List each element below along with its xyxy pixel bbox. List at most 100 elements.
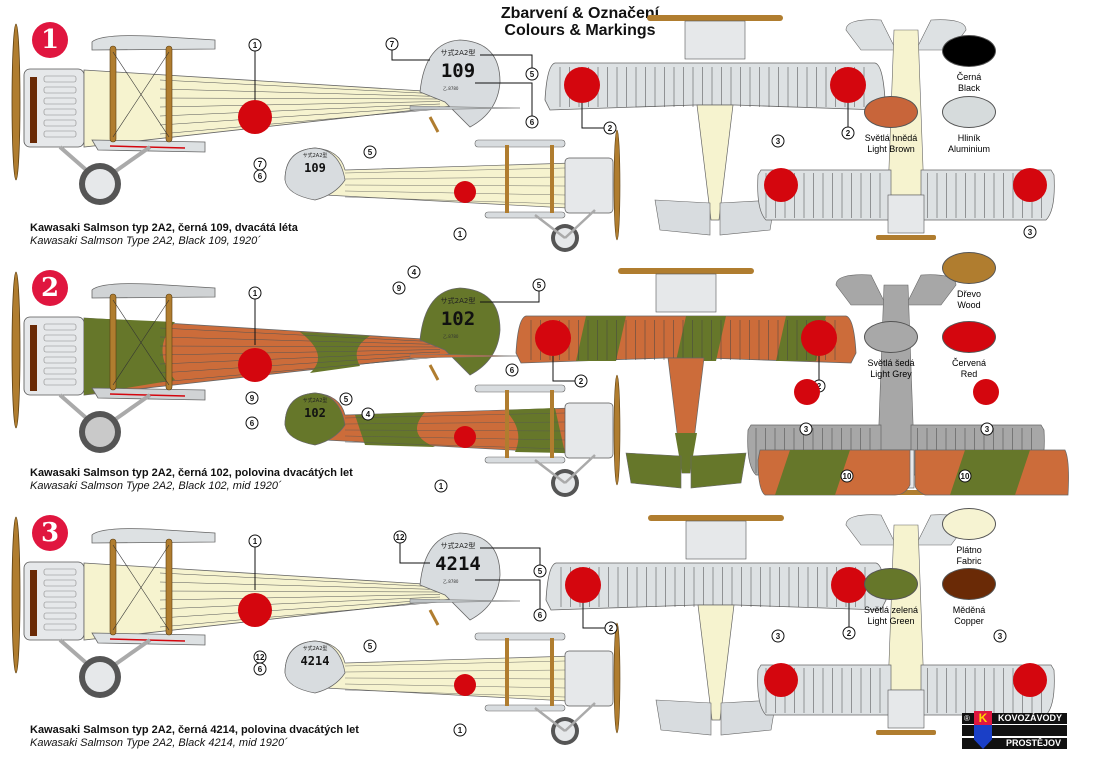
tailplane	[409, 598, 521, 604]
engine-cylinder-fins	[43, 568, 77, 576]
colour-name-english: Light Green	[867, 616, 915, 626]
callout-circle	[361, 407, 375, 421]
fuselage-stringer	[344, 196, 566, 205]
callout-circle	[453, 723, 467, 737]
fin-and-rudder	[284, 392, 346, 446]
colour-name-english: Aluminium	[947, 144, 990, 154]
engine-cylinder-fins	[43, 378, 77, 386]
engine-cylinder-fins	[43, 86, 77, 94]
fuselage-stringer	[344, 669, 566, 673]
callout-number: 2	[608, 124, 613, 133]
upper-wing	[545, 562, 887, 611]
colour-name-czech: Světlá hnědá	[864, 133, 918, 143]
fuselage-stringer	[159, 103, 441, 117]
colour-chip	[942, 321, 996, 353]
hinomaru-roundel	[801, 320, 837, 356]
callout-circle	[771, 134, 785, 148]
engine-cowling	[564, 650, 614, 707]
engine-cylinder-fins	[43, 323, 77, 331]
propeller	[613, 622, 621, 734]
fin-and-rudder	[284, 147, 346, 201]
propeller	[876, 730, 936, 735]
undercarriage-strut	[534, 214, 566, 239]
propeller	[613, 374, 621, 486]
camo-patch	[676, 316, 726, 361]
fin-and-rudder	[419, 532, 501, 621]
caption-english: Kawasaki Salmson Type 2A2, Black 102, mi…	[30, 480, 282, 492]
tailplane-left	[625, 452, 682, 489]
colour-chip	[864, 568, 918, 600]
leader-line	[475, 82, 533, 116]
colour-name-english: Fabric	[956, 556, 982, 566]
interplane-strut	[505, 390, 509, 458]
tail-number: 109	[304, 161, 326, 175]
hinomaru-roundel	[564, 67, 600, 103]
fin-and-rudder	[419, 39, 501, 128]
interplane-strut	[550, 145, 554, 213]
hinomaru-roundel	[1013, 168, 1047, 202]
fuselage-stringer	[159, 354, 441, 374]
tail-number: 102	[441, 308, 475, 330]
callout-number: 10	[843, 472, 852, 481]
hinomaru-roundel	[535, 320, 571, 356]
top-view: 22	[515, 268, 857, 489]
callout-number: 2	[609, 624, 614, 633]
callout-number: 7	[390, 40, 395, 49]
callout-number: 5	[537, 281, 542, 290]
caption-english: Kawasaki Salmson Type 2A2, Black 4214, m…	[30, 737, 288, 749]
leader-line	[480, 54, 533, 68]
interplane-strut	[165, 293, 173, 391]
wheel-hub	[85, 417, 115, 447]
title-czech: Zbarvení & Označení	[500, 5, 660, 22]
lower-wing	[484, 211, 566, 219]
bracing-wire	[112, 299, 170, 386]
colour-name-czech: Světlá šedá	[867, 358, 915, 368]
callout-number: 3	[776, 632, 781, 641]
hinomaru-roundel	[238, 348, 272, 382]
callout-number: 1	[253, 289, 258, 298]
fuselage	[696, 104, 734, 221]
camo-patch	[84, 318, 175, 395]
callout-number: 3	[998, 632, 1003, 641]
tail-number: 102	[304, 406, 326, 420]
engine-cowling	[564, 402, 614, 459]
callout-number: 5	[344, 395, 349, 404]
fuselage-stringer	[344, 660, 566, 667]
engine-copper-band	[30, 77, 37, 143]
undercarriage-strut	[564, 702, 596, 732]
callout-number: 5	[368, 642, 373, 651]
colour-name-czech: Dřevo	[956, 289, 981, 299]
callout-circle	[434, 479, 448, 493]
callout-circle	[392, 281, 406, 295]
fuselage-stringer	[344, 176, 566, 180]
wheel-hub	[85, 169, 115, 199]
fuselage-stringer	[159, 572, 441, 588]
leader-line	[475, 579, 541, 609]
tail-type-text: サ式2A2型	[441, 541, 476, 550]
callout-number: 12	[256, 653, 265, 662]
callout-circle	[339, 392, 353, 406]
callout-circle	[245, 416, 259, 430]
registered-mark: ®	[964, 714, 970, 723]
upper-wing	[91, 35, 216, 51]
upper-wing	[474, 632, 566, 641]
propeller	[618, 268, 754, 274]
hinomaru-roundel	[238, 100, 272, 134]
fuselage-stringer	[344, 184, 566, 187]
colour-name-english: Light Brown	[867, 144, 915, 154]
tail-skid	[428, 364, 440, 381]
fin-and-rudder	[284, 640, 346, 694]
interplane-strut	[550, 390, 554, 458]
fuselage-stringer	[159, 106, 441, 126]
callout-number: 12	[396, 533, 405, 542]
fuselage	[697, 604, 735, 721]
tailplane-right	[690, 452, 747, 489]
engine-cylinder-fins	[43, 130, 77, 138]
propeller	[613, 129, 621, 241]
